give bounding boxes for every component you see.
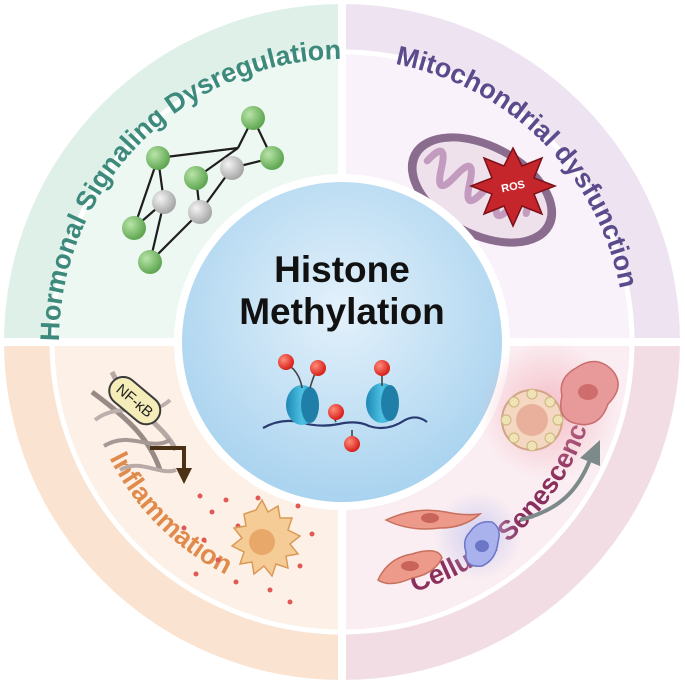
senescent-cell-icon [500, 388, 564, 452]
macrophage-icon [230, 498, 302, 578]
center-circle: Histone Methylation [174, 174, 510, 510]
quadrant-inflammation [4, 342, 342, 680]
nucleosome-methylation-icon [262, 354, 428, 452]
ros-burst-icon: ROS [468, 146, 558, 228]
ros-label: ROS [500, 179, 526, 196]
progression-arrow-icon [519, 440, 600, 522]
enlarged-cell-icon [560, 360, 619, 426]
molecule-network-icon [122, 106, 284, 274]
center-title-line2: Methylation [239, 291, 445, 332]
center-title-line1: Histone [274, 249, 410, 290]
normal-cells-icon [377, 509, 500, 585]
quadrant-hormonal [4, 4, 342, 342]
